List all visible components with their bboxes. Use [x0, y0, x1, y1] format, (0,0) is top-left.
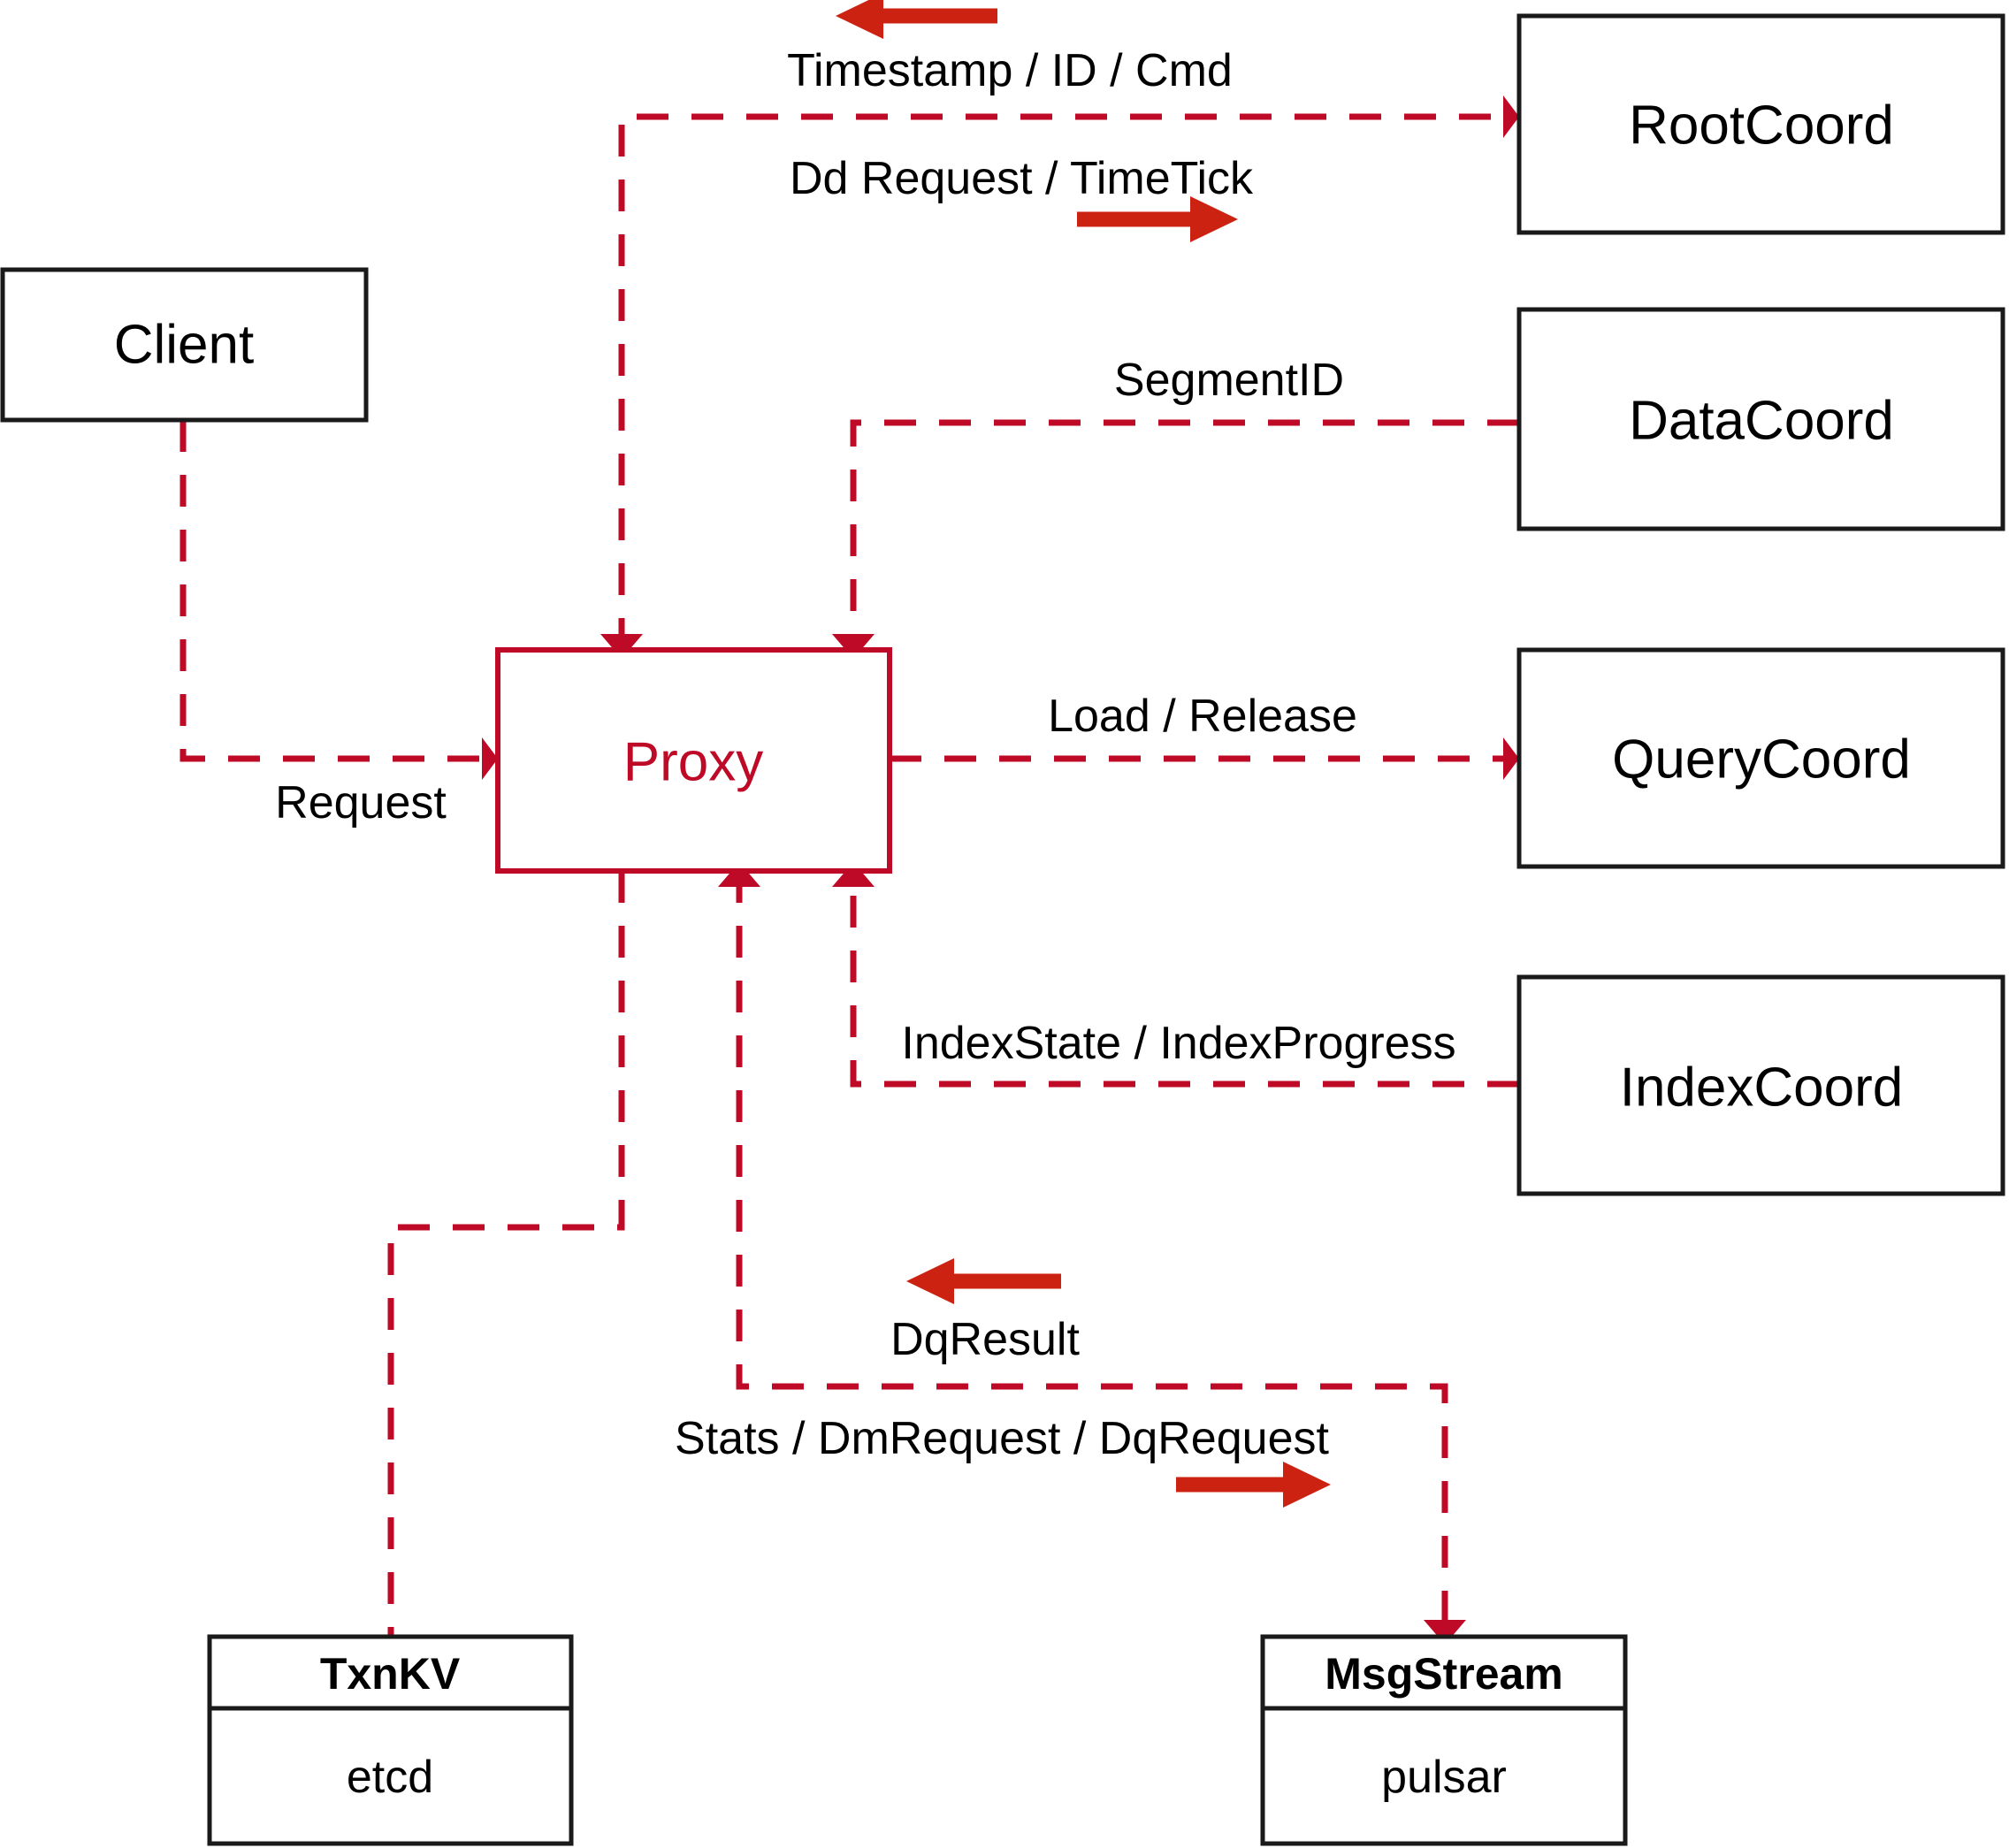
edge-label-segmentid: SegmentID: [1114, 355, 1344, 406]
edge-label-dd-request-timetick: Dd Request / TimeTick: [790, 153, 1254, 242]
direction-arrow-left-top: [836, 0, 997, 39]
label-timestamp-id-cmd: Timestamp / ID / Cmd: [787, 45, 1233, 96]
indexcoord-box[interactable]: [1516, 974, 2005, 1196]
client-box[interactable]: [0, 267, 369, 423]
msgstream-box[interactable]: [1260, 1634, 1628, 1846]
label-load-release: Load / Release: [1048, 691, 1357, 742]
arrowhead-into-rootcoord: [1503, 95, 1519, 138]
edge-proxy-txnkv: [387, 871, 625, 1637]
edge-path-datacoord-proxy: [850, 419, 1519, 650]
arrowhead-into-proxy-bottom-right: [832, 862, 875, 887]
edge-label-stats-dm-dq-request: Stats / DmRequest / DqRequest: [675, 1413, 1331, 1508]
label-indexstate-progress: IndexState / IndexProgress: [901, 1018, 1455, 1069]
txnkv-title: TxnKV: [320, 1649, 461, 1699]
edge-path-proxy-msgstream: [736, 871, 1448, 1620]
rootcoord-label: RootCoord: [1629, 95, 1894, 157]
node-datacoord[interactable]: DataCoord: [1516, 307, 2005, 531]
edge-proxy-msgstream: [718, 862, 1466, 1645]
datacoord-box[interactable]: [1516, 307, 2005, 531]
node-proxy[interactable]: Proxy: [495, 647, 892, 874]
client-label: Client: [114, 315, 255, 376]
arrow-head: [1190, 196, 1238, 242]
edge-path-indexcoord-proxy: [850, 871, 1519, 1088]
direction-arrow-right-top: [1077, 196, 1238, 242]
proxy-label: Proxy: [623, 732, 763, 793]
edge-proxy-querycoord: [890, 737, 1519, 780]
rootcoord-box[interactable]: [1516, 13, 2005, 235]
txnkv-subtitle: etcd: [347, 1752, 433, 1803]
edge-client-proxy: [180, 420, 498, 780]
arrowhead-into-querycoord: [1503, 737, 1519, 780]
querycoord-label: QueryCoord: [1612, 729, 1911, 790]
node-client[interactable]: Client: [0, 267, 369, 423]
edge-path-client-proxy: [180, 420, 482, 762]
arrowhead-into-proxy-left: [482, 737, 498, 780]
edge-datacoord-proxy: [832, 419, 1519, 659]
edge-label-indexstate-progress: IndexState / IndexProgress: [901, 1018, 1455, 1069]
node-indexcoord[interactable]: IndexCoord: [1516, 974, 2005, 1196]
label-dd-request-timetick: Dd Request / TimeTick: [790, 153, 1254, 204]
arrow-head: [906, 1258, 954, 1304]
node-txnkv[interactable]: TxnKV etcd: [207, 1634, 574, 1846]
txnkv-box[interactable]: [207, 1634, 574, 1846]
label-segmentid: SegmentID: [1114, 355, 1344, 406]
querycoord-box[interactable]: [1516, 647, 2005, 869]
label-request: Request: [275, 777, 447, 829]
edge-path-proxy-txnkv: [387, 871, 625, 1637]
edge-label-timestamp-id-cmd: Timestamp / ID / Cmd: [787, 0, 1233, 96]
label-dqresult: DqResult: [890, 1314, 1080, 1365]
edge-label-request: Request: [275, 777, 447, 829]
arrowhead-into-proxy-bottom-mid: [718, 862, 760, 887]
datacoord-label: DataCoord: [1629, 391, 1894, 452]
direction-arrow-right-bottom: [1176, 1462, 1331, 1508]
arrow-head: [836, 0, 883, 39]
edge-proxy-rootcoord: [600, 95, 1519, 659]
node-msgstream[interactable]: MsgStream pulsar: [1260, 1634, 1628, 1846]
node-querycoord[interactable]: QueryCoord: [1516, 647, 2005, 869]
indexcoord-label: IndexCoord: [1620, 1058, 1904, 1119]
direction-arrow-left-bottom: [906, 1258, 1061, 1304]
edge-path-proxy-rootcoord: [618, 113, 1503, 650]
msgstream-subtitle: pulsar: [1381, 1752, 1507, 1803]
edge-indexcoord-proxy: [832, 862, 1519, 1088]
arrowhead-into-msgstream: [1424, 1620, 1466, 1645]
node-rootcoord[interactable]: RootCoord: [1516, 13, 2005, 235]
msgstream-title: MsgStream: [1325, 1649, 1563, 1699]
proxy-box[interactable]: [495, 647, 892, 874]
arrowhead-into-proxy-top-right: [832, 634, 875, 659]
arrowhead-into-proxy-top-left: [600, 634, 643, 659]
label-stats-dm-dq-request: Stats / DmRequest / DqRequest: [675, 1413, 1329, 1464]
edge-label-dqresult: DqResult: [890, 1258, 1080, 1365]
arrow-head: [1283, 1462, 1331, 1508]
edge-label-load-release: Load / Release: [1048, 691, 1357, 742]
